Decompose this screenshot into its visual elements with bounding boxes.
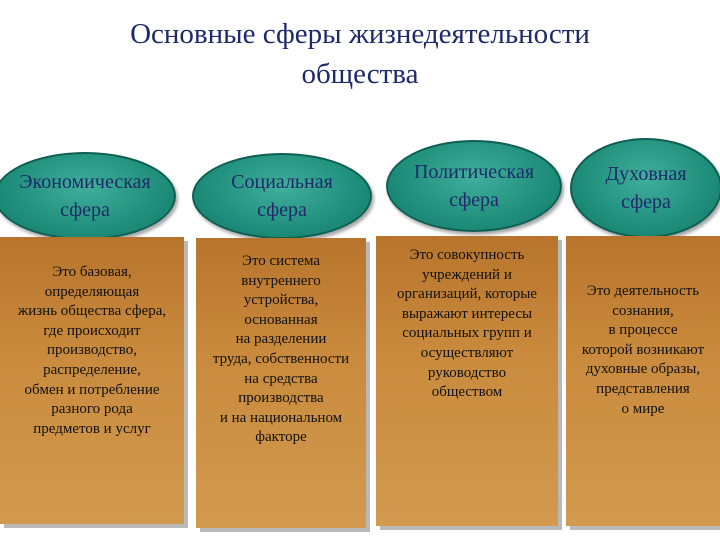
- political-sphere-oval: Политическая сфера: [386, 140, 562, 232]
- social-desc-line: труда, собственности: [212, 350, 350, 367]
- political-sphere-name-line-2: сфера: [449, 189, 499, 211]
- spiritual-sphere-name-line-1: Духовная: [605, 163, 687, 185]
- social-sphere-oval: Социальная сфера: [192, 153, 372, 239]
- economic-sphere-name-line-1: Экономическая: [19, 171, 151, 193]
- social-desc-line: основанная: [244, 311, 318, 328]
- economic-desc-line: жизнь общества сфера,: [17, 303, 167, 320]
- social-desc-line: устройства,: [243, 292, 319, 309]
- spiritual-desc-line: сознания,: [612, 302, 674, 319]
- political-desc-line: учреждений и: [422, 266, 512, 283]
- spiritual-sphere-description-box: Это деятельность сознания, в процессе ко…: [566, 236, 720, 526]
- political-desc-line: руководство: [427, 364, 507, 381]
- economic-desc-line: распределение,: [43, 361, 141, 378]
- page-title: Основные сферы жизнедеятельности обществ…: [0, 14, 720, 94]
- social-desc-line: на разделении: [235, 331, 327, 348]
- political-desc-line: выражают интересы: [401, 305, 533, 322]
- political-desc-line: осуществляют: [420, 344, 514, 361]
- political-sphere-name-line-1: Политическая: [413, 161, 535, 183]
- spiritual-desc-line: духовные образы,: [585, 361, 701, 378]
- economic-desc-line: определяющая: [44, 283, 140, 300]
- political-desc-line: организаций, которые: [397, 286, 537, 303]
- spiritual-desc-line: которой возникают: [581, 341, 705, 358]
- spiritual-desc-line: в процессе: [608, 322, 678, 339]
- social-desc-line: производства: [238, 390, 324, 407]
- spiritual-desc-line: Это деятельность: [586, 283, 700, 299]
- political-desc-line: обществом: [431, 384, 503, 401]
- social-desc-line: и на национальном: [219, 409, 343, 426]
- spiritual-sphere-oval: Духовная сфера: [570, 138, 720, 238]
- economic-desc-line: производство,: [46, 342, 138, 359]
- economic-desc-line: Это базовая,: [52, 264, 132, 280]
- economic-desc-line: где происходит: [43, 322, 141, 339]
- spiritual-sphere-name-line-2: сфера: [621, 191, 671, 213]
- spiritual-desc-line: представления: [596, 380, 690, 397]
- social-sphere-name-line-1: Социальная: [231, 171, 333, 193]
- economic-sphere-name-line-2: сфера: [60, 199, 110, 221]
- spiritual-desc-line: о мире: [621, 400, 665, 417]
- social-desc-line: Это система: [241, 253, 321, 269]
- social-desc-line: внутреннего: [241, 272, 321, 289]
- economic-desc-line: разного рода: [51, 401, 133, 418]
- economic-sphere-description-box: Это базовая, определяющая жизнь общества…: [0, 237, 184, 524]
- social-sphere-description-box: Это система внутреннего устройства, осно…: [196, 238, 366, 528]
- economic-desc-line: обмен и потребление: [24, 381, 160, 398]
- social-desc-line: факторе: [255, 429, 307, 446]
- economic-sphere-oval: Экономическая сфера: [0, 152, 176, 240]
- title-line-2: общества: [301, 58, 419, 90]
- political-sphere-description-box: Это совокупность учреждений и организаци…: [376, 236, 558, 526]
- social-desc-line: на средства: [244, 370, 318, 387]
- social-sphere-name-line-2: сфера: [257, 199, 307, 221]
- political-desc-line: Это совокупность: [409, 247, 525, 263]
- title-line-1: Основные сферы жизнедеятельности: [130, 18, 590, 50]
- political-desc-line: социальных групп и: [402, 325, 532, 342]
- economic-desc-line: предметов и услуг: [33, 420, 151, 437]
